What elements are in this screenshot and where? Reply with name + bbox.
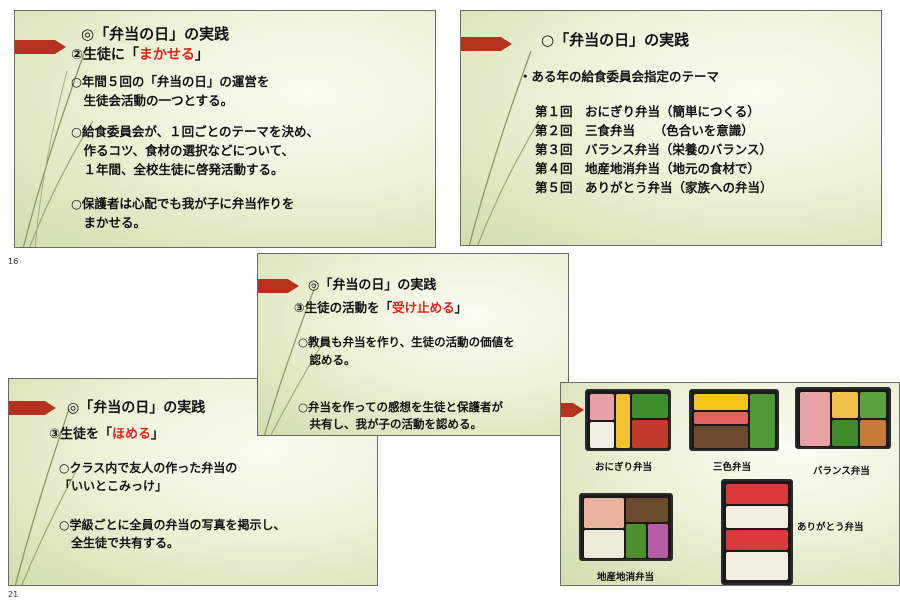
slide-subtitle: ③生徒を「ほめる」 xyxy=(49,427,165,442)
title-arrow xyxy=(561,403,584,417)
body-line: ○給食委員会が、１回ごとのテーマを決め、 xyxy=(71,124,320,139)
slide-subtitle: ②生徒に「まかせる」 xyxy=(71,47,209,63)
body-line: 認める。 xyxy=(298,353,356,367)
slide-homeru: ◎「弁当の日」の実践 ③生徒を「ほめる」 ○クラス内で友人の作った弁当の 「いい… xyxy=(8,378,378,586)
round-line: 第４回 地産地消弁当（地元の食材で） xyxy=(535,161,761,176)
sanshoku-bento-photo xyxy=(689,389,779,451)
body-line: 全生徒で共有する。 xyxy=(59,536,180,550)
bento-label: バランス弁当 xyxy=(813,466,870,477)
slide-bento-photos: おにぎり弁当 三色弁当 バランス弁当 地産地消弁当 ありがとう弁当 xyxy=(560,382,900,586)
arigatou-bento-photo xyxy=(721,479,793,585)
body-line: ○保護者は心配でも我が子に弁当作りを xyxy=(71,196,295,211)
title-arrow xyxy=(461,37,512,51)
page-number: 16 xyxy=(8,257,19,266)
body-line: ○弁当を作っての感想を生徒と保護者が xyxy=(298,400,503,414)
slide-subtitle: ③生徒の活動を「受け止める」 xyxy=(294,300,468,315)
slide-makaseru: ◎「弁当の日」の実践 ②生徒に「まかせる」 ○年間５回の「弁当の日」の運営を 生… xyxy=(14,10,436,248)
page-number: 21 xyxy=(8,590,19,599)
bento-label: ありがとう弁当 xyxy=(797,522,864,533)
body-line: ○年間５回の「弁当の日」の運営を xyxy=(71,74,270,89)
title-arrow xyxy=(15,40,66,54)
round-line: 第２回 三食弁当 （色合いを意識） xyxy=(535,123,754,138)
body-line: １年間、全校生徒に啓発活動する。 xyxy=(71,162,284,177)
slide-title: ○「弁当の日」の実践 xyxy=(541,31,690,49)
slide-title: ◎「弁当の日」の実践 xyxy=(308,278,437,293)
bento-label: 地産地消弁当 xyxy=(597,572,655,583)
slide-themes: ○「弁当の日」の実践 ・ある年の給食委員会指定のテーマ 第１回 おにぎり弁当（簡… xyxy=(460,10,882,246)
round-line: 第１回 おにぎり弁当（簡単につくる） xyxy=(535,104,760,119)
round-line: 第５回 ありがとう弁当（家族への弁当） xyxy=(535,180,773,195)
onigiri-bento-photo xyxy=(585,389,671,451)
body-line: 作るコツ、食材の選択などについて、 xyxy=(71,143,295,158)
body-line: ○学級ごとに全員の弁当の写真を掲示し、 xyxy=(59,518,286,532)
title-arrow xyxy=(9,401,56,415)
slide-title: ◎「弁当の日」の実践 xyxy=(67,400,206,416)
body-line: ○教員も弁当を作り、生徒の活動の価値を xyxy=(298,335,515,349)
chisan-chisho-bento-photo xyxy=(579,493,673,561)
title-arrow xyxy=(258,279,299,293)
slide-title: ◎「弁当の日」の実践 xyxy=(81,25,230,43)
body-line: ○クラス内で友人の作った弁当の xyxy=(59,461,238,475)
round-line: 第３回 バランス弁当（栄養のバランス） xyxy=(535,142,773,157)
slide-uketomeru: ◎「弁当の日」の実践 ③生徒の活動を「受け止める」 ○教員も弁当を作り、生徒の活… xyxy=(257,253,569,436)
bento-label: おにぎり弁当 xyxy=(595,462,653,473)
body-line: 共有し、我が子の活動を認める。 xyxy=(298,417,482,431)
bento-label: 三色弁当 xyxy=(713,462,752,473)
body-line: まかせる。 xyxy=(71,215,147,230)
body-line: 生徒会活動の一つとする。 xyxy=(71,93,234,108)
balance-bento-photo xyxy=(795,387,891,449)
body-line: 「いいとこみっけ」 xyxy=(59,479,168,493)
intro-line: ・ある年の給食委員会指定のテーマ xyxy=(519,69,720,84)
